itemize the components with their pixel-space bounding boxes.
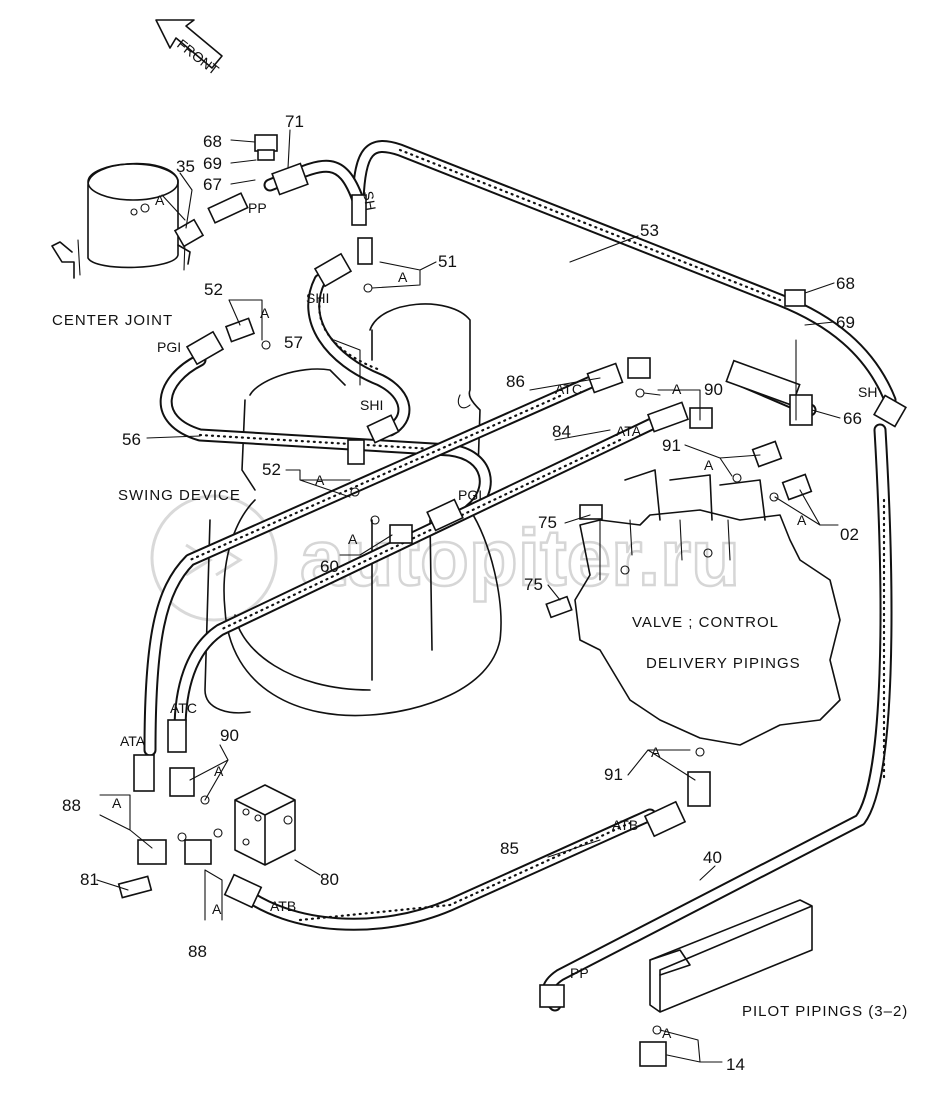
label-delivery-pipings: DELIVERY PIPINGS (646, 655, 801, 672)
component-labels: CENTER JOINT SWING DEVICE VALVE ; CONTRO… (52, 312, 908, 1020)
callout-35: 35 (176, 157, 195, 176)
label-valve-control: VALVE ; CONTROL (632, 614, 779, 631)
tag-atb: ATB (612, 817, 638, 833)
tag-pg1b: PGI (458, 487, 482, 503)
callout-85: 85 (500, 839, 519, 858)
tag-sh: SH (360, 190, 379, 212)
callout-69: 69 (203, 154, 222, 173)
label-pilot-pipings: PILOT PIPINGS (3–2) (742, 1003, 908, 1020)
callout-75b: 75 (524, 575, 543, 594)
callout-91: 91 (662, 436, 681, 455)
callout-75: 75 (538, 513, 557, 532)
callout-52: 52 (204, 280, 223, 299)
tag-pp: PP (248, 200, 267, 216)
callout-02: 02 (840, 525, 859, 544)
tag-pg1: PGI (157, 339, 181, 355)
pilot-pipings-block (649, 899, 813, 1013)
a-mark: A (348, 531, 358, 547)
label-center-joint: CENTER JOINT (52, 312, 173, 329)
callout-66: 66 (843, 409, 862, 428)
a-mark: A (315, 472, 325, 488)
tag-ata: ATA (616, 423, 642, 439)
callout-91b: 91 (604, 765, 623, 784)
distribution-block-80 (234, 784, 296, 866)
callout-88b: 88 (188, 942, 207, 961)
callout-88: 88 (62, 796, 81, 815)
leader-lines (96, 129, 841, 1063)
a-mark: A (651, 744, 661, 760)
a-mark: A (112, 795, 122, 811)
front-label: FRONT (174, 36, 222, 79)
callout-68: 68 (203, 132, 222, 151)
callout-51: 51 (438, 252, 457, 271)
callout-90b: 90 (220, 726, 239, 745)
callout-81: 81 (80, 870, 99, 889)
callout-80: 80 (320, 870, 339, 889)
tag-sh1: SHI (306, 290, 329, 306)
center-joint-outline (51, 162, 191, 279)
callout-57: 57 (284, 333, 303, 352)
tag-atc2: ATC (170, 700, 197, 716)
a-mark: A (155, 192, 165, 208)
a-mark: A (260, 305, 270, 321)
tag-sh1b: SHI (360, 397, 383, 413)
callout-40: 40 (703, 848, 722, 867)
a-mark: A (672, 381, 682, 397)
callout-67: 67 (203, 175, 222, 194)
a-mark: A (797, 512, 807, 528)
label-swing-device: SWING DEVICE (118, 487, 241, 504)
a-mark: A (662, 1025, 672, 1041)
callout-71: 71 (285, 112, 304, 131)
front-arrow: FRONT (155, 19, 223, 79)
tag-atc: ATC (555, 381, 582, 397)
callout-84: 84 (552, 422, 571, 441)
callout-68b: 68 (836, 274, 855, 293)
tag-pp2: PP (570, 965, 589, 981)
a-mark: A (398, 269, 408, 285)
control-valve-outline (574, 469, 841, 746)
o-rings (140, 203, 779, 1035)
callout-56: 56 (122, 430, 141, 449)
a-mark: A (704, 457, 714, 473)
a-mark: A (214, 763, 224, 779)
callout-69b: 69 (836, 313, 855, 332)
callout-90: 90 (704, 380, 723, 399)
callout-53: 53 (640, 221, 659, 240)
a-marks: A A A A A A A A A A A A A (112, 192, 807, 1041)
callout-86: 86 (506, 372, 525, 391)
tag-sh2: SH (858, 384, 877, 400)
tag-atb2: ATB (270, 898, 296, 914)
part-callouts: 68 69 67 71 35 53 51 52 57 68 69 86 90 6… (62, 112, 862, 1074)
port-tags: PP SH SHI SHI PGI PGI ATC ATA SH ATC ATA… (120, 190, 877, 981)
a-mark: A (212, 901, 222, 917)
callout-14: 14 (726, 1055, 745, 1074)
callout-52b: 52 (262, 460, 281, 479)
tag-ata2: ATA (120, 733, 146, 749)
callout-60: 60 (320, 557, 339, 576)
